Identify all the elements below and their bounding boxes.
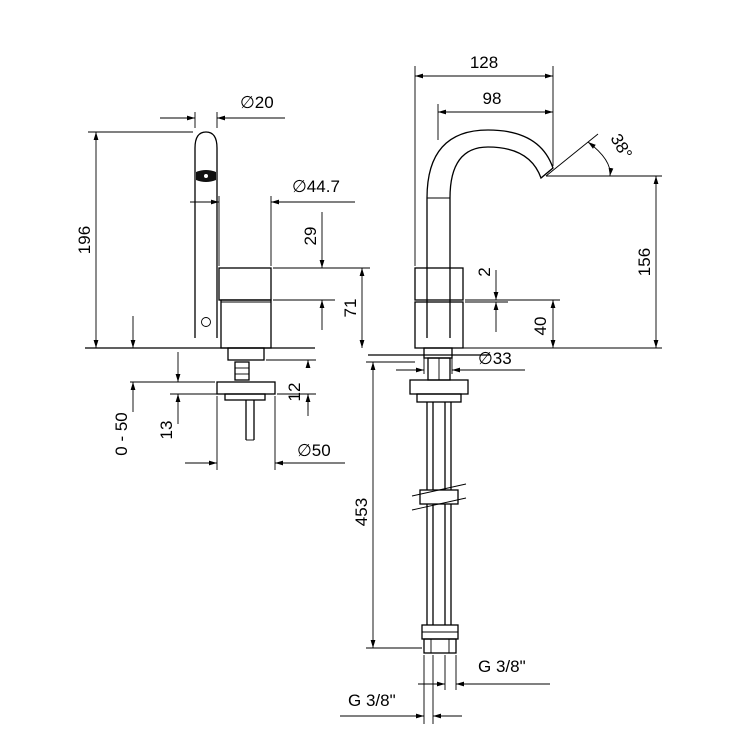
label-body-height: 71 — [341, 299, 360, 318]
dim-spout-angle: 38° — [545, 131, 636, 177]
label-total-height: 196 — [75, 226, 94, 254]
dim-gap: 2 — [465, 267, 508, 332]
dim-total-height: 196 — [75, 131, 193, 348]
label-deck-range: 0 - 50 — [112, 412, 131, 455]
label-body-diameter: ∅44.7 — [292, 177, 340, 196]
side-spout — [194, 131, 218, 338]
label-reach-inner: 98 — [483, 89, 502, 108]
front-view: 128 98 38° 156 2 — [340, 53, 662, 724]
label-spout-angle: 38° — [607, 131, 636, 163]
front-mounting — [409, 347, 469, 654]
dim-shank-diameter: ∅33 — [396, 349, 525, 374]
label-connection-left: G 3/8" — [348, 691, 396, 710]
label-hose-length: 453 — [352, 498, 371, 526]
label-washer-diameter: ∅50 — [297, 441, 331, 460]
dim-spout-diameter: ∅20 — [160, 93, 285, 128]
dim-base-height: 40 — [508, 299, 560, 348]
side-mounting — [216, 347, 276, 441]
label-gap: 2 — [475, 267, 494, 276]
dim-hose-length: 453 — [352, 361, 422, 649]
dim-deck-range: 0 - 50 — [112, 316, 215, 456]
label-lever-height: 29 — [301, 227, 320, 246]
label-shank-diameter: ∅33 — [478, 349, 512, 368]
dim-reach-inner: 98 — [437, 89, 553, 140]
dim-connection-left: G 3/8" — [340, 655, 462, 724]
label-spout-diameter: ∅20 — [240, 93, 274, 112]
front-body — [414, 267, 464, 349]
label-nut-thickness: 12 — [285, 383, 304, 402]
side-view: ∅20 ∅44.7 196 29 71 — [75, 93, 370, 470]
dim-nut-thickness: 12 — [266, 359, 316, 416]
label-connection-right: G 3/8" — [478, 657, 526, 676]
dim-lever-height: 29 — [273, 212, 370, 330]
front-spout — [426, 129, 554, 338]
dim-reach-total: 128 — [414, 53, 554, 266]
dim-connection-right: G 3/8" — [418, 655, 550, 690]
label-nut-offset: 13 — [157, 421, 176, 440]
dim-washer-diameter: ∅50 — [185, 396, 345, 470]
dim-body-height: 71 — [341, 268, 365, 348]
dim-body-diameter: ∅44.7 — [190, 177, 355, 266]
side-body — [218, 267, 272, 349]
label-reach-total: 128 — [470, 53, 498, 72]
dim-nut-offset: 13 — [157, 352, 223, 439]
label-base-height: 40 — [531, 317, 550, 336]
dim-outlet-height: 156 — [463, 175, 662, 349]
label-outlet-height: 156 — [635, 248, 654, 276]
